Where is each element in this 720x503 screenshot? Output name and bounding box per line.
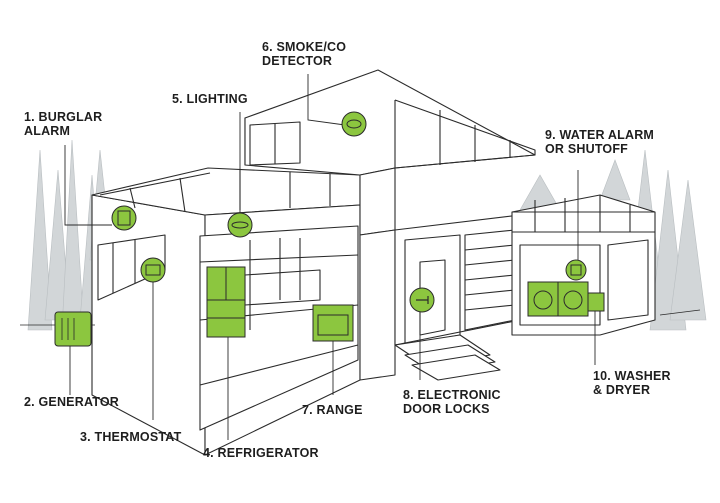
- label-smoke-co-detector: 6. SMOKE/CO DETECTOR: [262, 40, 347, 68]
- label-lighting: 5. LIGHTING: [172, 92, 248, 106]
- upper-block: [244, 69, 536, 381]
- label-range: 7. RANGE: [302, 403, 363, 417]
- generator-icon: [54, 311, 92, 347]
- label-washer-dryer: 10. WASHER & DRYER: [593, 369, 671, 397]
- label-refrigerator: 4. REFRIGERATOR: [203, 446, 319, 460]
- range-icon: [312, 304, 354, 342]
- refrigerator-icon: [206, 266, 246, 338]
- thermostat-icon: [140, 257, 166, 283]
- label-generator: 2. GENERATOR: [24, 395, 120, 409]
- label-electronic-door-locks: 8. ELECTRONIC DOOR LOCKS: [403, 388, 501, 416]
- label-burglar-alarm: 1. BURGLAR ALARM: [24, 110, 103, 138]
- alarm-panel-icon: [111, 205, 137, 231]
- entry-area: [394, 214, 521, 381]
- smoke-detector-icon: [341, 111, 367, 137]
- washer-dryer-icon: [527, 281, 605, 317]
- device-highlights: [54, 111, 605, 347]
- label-thermostat: 3. THERMOSTAT: [80, 430, 182, 444]
- water-sensor-icon: [565, 259, 587, 281]
- door-lock-icon: [409, 287, 435, 313]
- light-fixture-icon: [227, 212, 253, 238]
- label-water-alarm: 9. WATER ALARM OR SHUTOFF: [545, 128, 655, 156]
